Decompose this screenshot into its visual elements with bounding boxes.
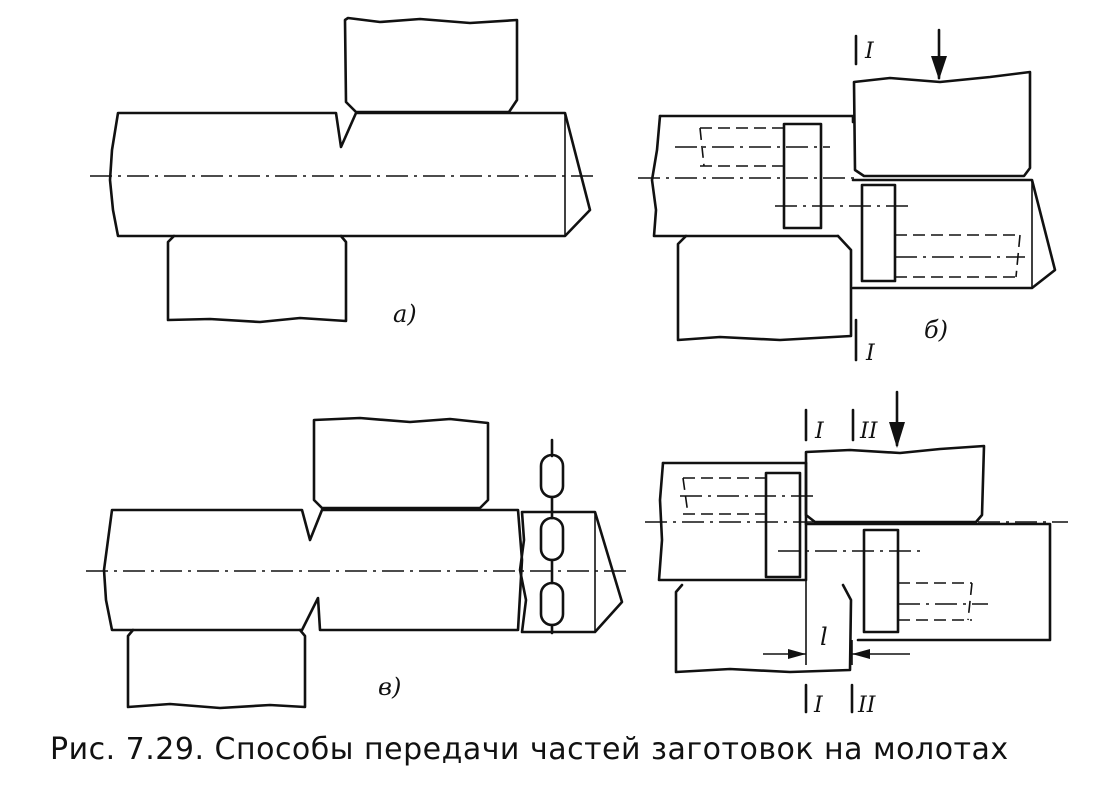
section-mark-g-II-top: II bbox=[859, 419, 879, 444]
lower-die-a bbox=[166, 234, 348, 324]
panel-g: I II I II l bbox=[645, 390, 1068, 718]
lower-die-g bbox=[674, 583, 853, 674]
lower-die-b bbox=[676, 234, 853, 342]
figure-caption: Рис. 7.29. Способы передачи частей загот… bbox=[50, 732, 1009, 767]
upper-die-a bbox=[343, 16, 519, 114]
section-mark-b-bottom: I bbox=[865, 341, 876, 366]
cut-part-v bbox=[518, 510, 624, 634]
section-mark-g-II-bottom: II bbox=[857, 693, 877, 718]
panel-a: а) bbox=[90, 16, 598, 328]
upper-die-b bbox=[852, 70, 1032, 178]
section-mark-b-top: I bbox=[864, 39, 875, 64]
chain bbox=[539, 438, 565, 635]
upper-die-v bbox=[312, 416, 490, 510]
section-mark-g-I-bottom: I bbox=[813, 693, 824, 718]
label-v: в) bbox=[378, 673, 401, 701]
panel-b: I I б) bbox=[638, 28, 1057, 366]
label-b: б) bbox=[924, 316, 948, 344]
upper-die-g bbox=[804, 444, 986, 524]
lower-die-v bbox=[126, 628, 307, 710]
label-a: а) bbox=[393, 300, 417, 328]
workpiece-a bbox=[108, 111, 592, 238]
panel-v: в) bbox=[86, 416, 630, 710]
section-mark-g-I-top: I bbox=[814, 419, 825, 444]
dimension-l: l bbox=[763, 580, 910, 665]
svg-text:l: l bbox=[820, 623, 828, 651]
workpiece-v bbox=[102, 508, 524, 632]
